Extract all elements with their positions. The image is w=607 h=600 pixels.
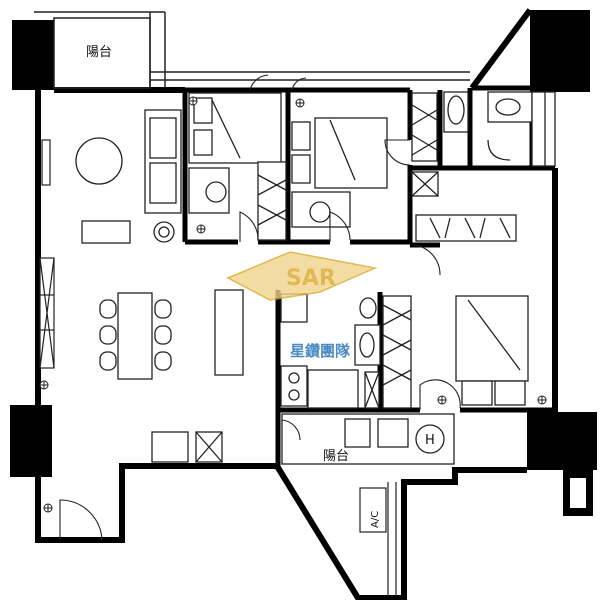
master-bed: [455, 295, 529, 382]
water-heater: [415, 424, 445, 454]
watermark-brand-text: 星鑽團隊: [290, 342, 351, 360]
bedroom-2: [291, 92, 438, 228]
living-room-furniture: [75, 109, 244, 376]
tv-cabinet: [214, 289, 244, 376]
dining-set: [99, 292, 172, 380]
outlet-markers: [39, 96, 547, 513]
structural-columns: [10, 10, 597, 516]
heater-symbol: H: [425, 433, 435, 448]
column-top-left: [12, 20, 54, 90]
rear-balcony: [151, 413, 455, 465]
dining-table: [117, 292, 153, 380]
interior-walls: [182, 85, 555, 466]
master-bathroom: [411, 91, 556, 197]
coffee-table: [81, 220, 131, 244]
balcony-bottom-label: 陽台: [323, 449, 349, 464]
watermark: SAR 星鑽團隊: [226, 251, 378, 360]
wall-top-diagonal: [469, 8, 533, 90]
door-swings: [59, 74, 461, 541]
master-bedroom: [364, 295, 529, 409]
column-mid-left: [10, 405, 52, 477]
bedroom-1: [188, 92, 287, 241]
watermark-logo-shape: [226, 251, 378, 301]
top-balcony: [34, 11, 470, 89]
ac-area: [359, 482, 397, 596]
column-bottom-right: [527, 412, 597, 470]
column-inner-white: [570, 478, 586, 508]
exterior-walls: [35, 8, 558, 600]
hall-wardrobe: [415, 214, 517, 242]
left-windows: [39, 139, 55, 369]
round-table: [75, 137, 123, 185]
ac-label: A/C: [370, 511, 381, 528]
column-top-right: [530, 10, 590, 92]
balcony-top-label: 陽台: [86, 45, 112, 60]
wall-left-lower: [35, 463, 527, 600]
kitchen-bath: [280, 293, 381, 409]
watermark-logo-letters: SAR: [286, 266, 336, 291]
